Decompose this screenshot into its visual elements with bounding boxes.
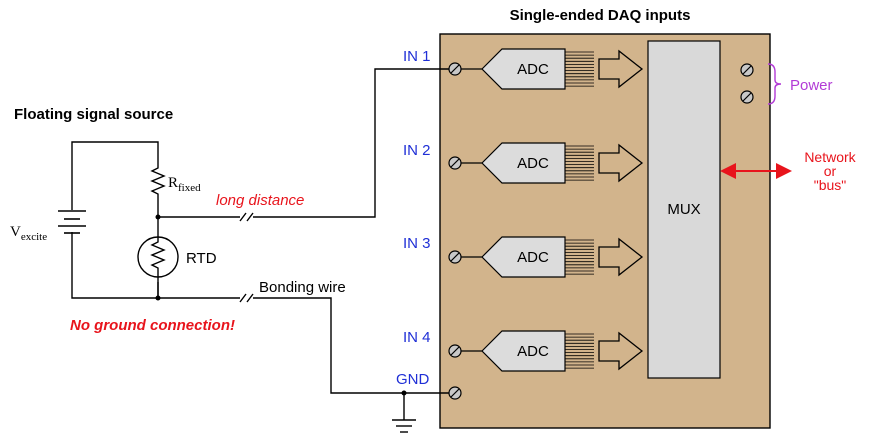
power-label: Power — [790, 77, 833, 94]
power-terminals: Power — [740, 63, 833, 105]
channel-label-4: IN 4 — [403, 329, 431, 346]
gnd-label: GND — [396, 371, 430, 388]
long-distance-label: long distance — [216, 192, 304, 209]
rfixed-resistor — [150, 163, 166, 217]
daq-channel-2: IN 2 ADC — [403, 142, 644, 184]
bonding-wire-label: Bonding wire — [259, 279, 346, 296]
battery-symbol — [58, 210, 86, 234]
rtd-label: RTD — [186, 250, 217, 267]
adc-block-3 — [481, 236, 566, 278]
adc-block-4 — [481, 330, 566, 372]
adc-label-4: ADC — [517, 343, 549, 360]
network-label-line1: Network — [804, 149, 856, 165]
earth-ground-symbol — [392, 390, 416, 433]
network-label-line2: or — [824, 163, 837, 179]
adc-label-1: ADC — [517, 61, 549, 78]
adc-label-3: ADC — [517, 249, 549, 266]
adc-block-2 — [481, 142, 566, 184]
no-ground-warning: No ground connection! — [70, 317, 235, 334]
data-arrow-4 — [598, 331, 644, 371]
channel-label-3: IN 3 — [403, 235, 431, 252]
mux-label: MUX — [667, 201, 700, 218]
channel-label-1: IN 1 — [403, 48, 431, 65]
mux-block — [647, 40, 721, 379]
source-title: Floating signal source — [14, 106, 173, 123]
data-arrow-2 — [598, 143, 644, 183]
data-arrow-1 — [598, 49, 644, 89]
rfixed-label: Rfixed — [168, 175, 201, 194]
daq-channel-3: IN 3 ADC — [403, 235, 644, 278]
power-bracket — [767, 63, 782, 105]
channel-group: IN 1 ADC IN 2 ADC IN 3 ADC IN 4 ADC — [403, 48, 644, 372]
vexcite-label: Vexcite — [10, 224, 47, 243]
data-arrow-3 — [598, 237, 644, 277]
daq-title: Single-ended DAQ inputs — [510, 7, 691, 24]
adc-block-1 — [481, 48, 566, 90]
daq-channel-1: IN 1 ADC — [403, 48, 644, 90]
channel-label-2: IN 2 — [403, 142, 431, 159]
adc-label-2: ADC — [517, 155, 549, 172]
network-label-line3: "bus" — [814, 177, 847, 193]
daq-channel-4: IN 4 ADC — [403, 329, 644, 372]
